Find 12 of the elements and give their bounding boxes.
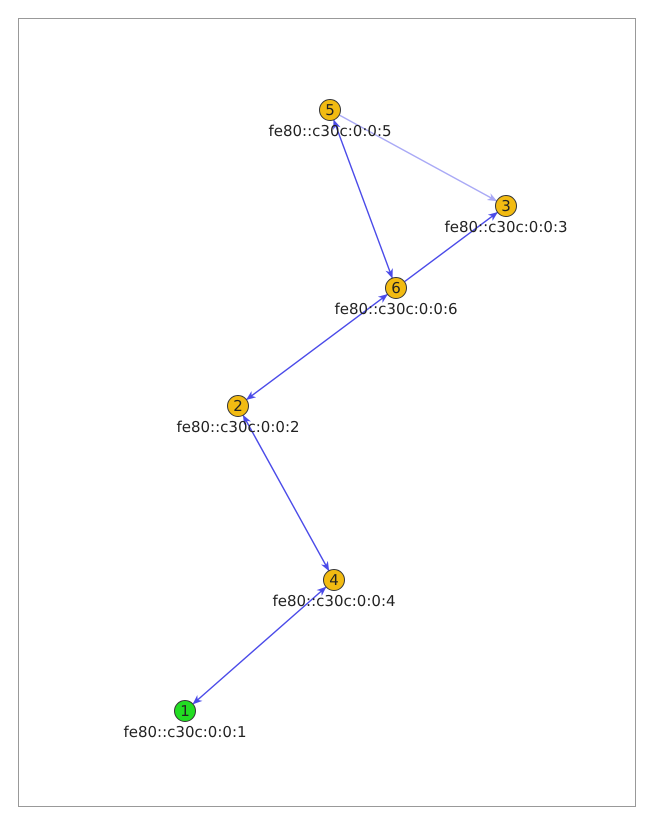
arrow <box>242 414 330 572</box>
arrow <box>404 212 498 282</box>
address-label: fe80::c30c:0:0:1 <box>123 723 247 741</box>
node-circle: 4 <box>323 569 345 591</box>
arrow <box>333 119 393 279</box>
node-circle: 3 <box>495 195 517 217</box>
node-circle: 1 <box>174 700 196 722</box>
arrow <box>339 114 498 202</box>
node-circle: 6 <box>385 277 407 299</box>
node-circle: 2 <box>227 395 249 417</box>
arrow <box>192 586 326 704</box>
node-circle: 5 <box>319 99 341 121</box>
